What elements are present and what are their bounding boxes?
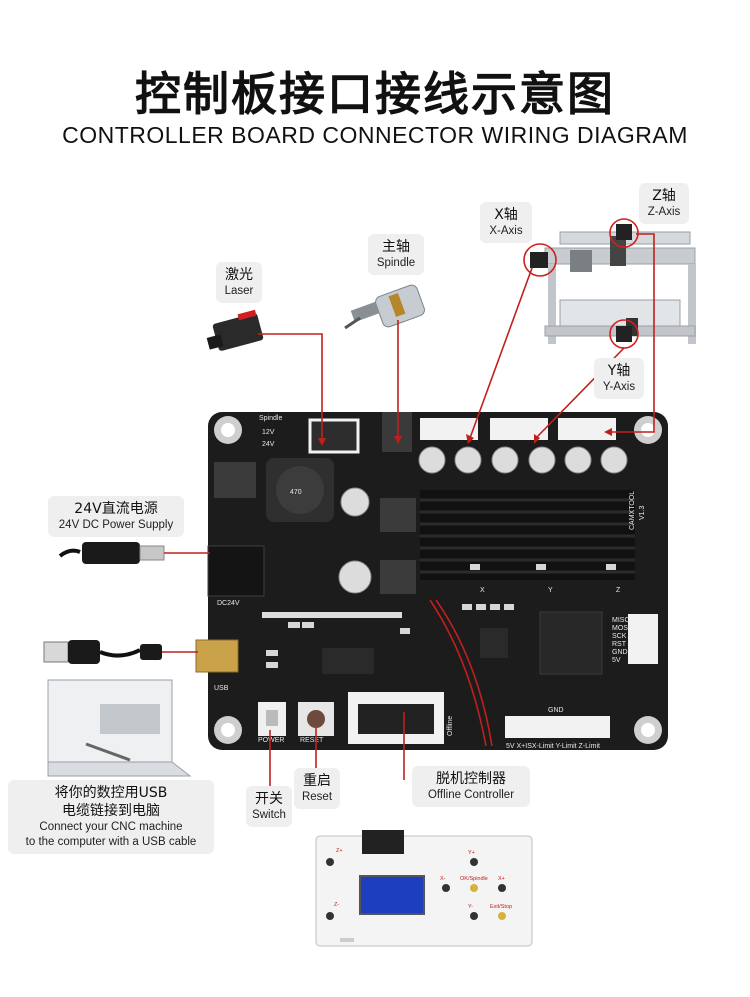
wire-z-axis — [612, 233, 655, 433]
offline-controller-illustration: Z+ Y+ X- OK/Spindle X+ Z- Y- Exit/Stop — [315, 830, 533, 947]
board-label-power: POWER — [258, 737, 284, 744]
board-label-version: V1.3 — [639, 505, 646, 520]
usb-cable-illustration — [43, 640, 162, 664]
board-label-limits: 5V X+ISX-Limit Y-Limit Z-Limit — [506, 743, 600, 750]
spindle-motor-illustration — [344, 284, 425, 330]
label-usb-en1: Connect your CNC machine — [39, 821, 183, 833]
offline-button-y-minus: Y- — [468, 904, 473, 910]
label-spindle-en: Spindle — [376, 257, 416, 269]
label-offline-controller: 脱机控制器 Offline Controller — [412, 766, 530, 807]
board-label-usb: USB — [214, 685, 229, 692]
label-reset-cn: 重启 — [303, 773, 331, 789]
offline-button-x-minus: X- — [440, 876, 446, 882]
cnc-machine-illustration — [523, 218, 696, 349]
label-offline-cn: 脱机控制器 — [436, 771, 506, 787]
label-power-en: 24V DC Power Supply — [58, 519, 174, 531]
board-label-reset: RESET — [300, 737, 324, 744]
label-offline-en: Offline Controller — [427, 789, 515, 801]
offline-button-ok-spindle: OK/Spindle — [460, 876, 488, 882]
wire-endpoints — [318, 428, 612, 446]
board-pin-label: SCK — [612, 633, 627, 640]
wire-offline-ribbon-2 — [435, 599, 493, 747]
laser-module-illustration — [206, 309, 264, 351]
label-z-axis: Z轴 Z-Axis — [639, 183, 689, 224]
board-pin-label: MOSI — [612, 625, 630, 632]
label-spindle-cn: 主轴 — [382, 239, 410, 255]
label-switch-en: Switch — [252, 809, 286, 821]
label-usb-connection: 将你的数控用USB 电缆链接到电脑 Connect your CNC machi… — [8, 780, 214, 854]
label-x-axis-en: X-Axis — [489, 225, 523, 237]
offline-button-y-plus: Y+ — [468, 850, 475, 856]
label-usb-cn2: 电缆链接到电脑 — [62, 803, 160, 819]
label-x-axis-cn: X轴 — [494, 207, 518, 223]
controller-board: Spindle 12V 24V DC24V USB POWER RESET Of… — [195, 412, 668, 750]
label-laser-en: Laser — [224, 285, 254, 297]
power-plug-illustration — [58, 542, 165, 564]
label-power-cn: 24V直流电源 — [74, 501, 158, 517]
label-reset-en: Reset — [301, 791, 333, 803]
wire-laser — [258, 333, 323, 440]
page-title: 控制板接口接线示意图 — [135, 67, 615, 121]
label-y-axis-en: Y-Axis — [602, 381, 636, 393]
wire-offline-ribbon — [429, 599, 487, 747]
wiring-lines — [162, 233, 655, 790]
label-z-axis-cn: Z轴 — [652, 188, 676, 204]
board-label-offline: Offline — [447, 716, 454, 736]
board-pin-label: 5V — [612, 657, 621, 664]
label-reset: 重启 Reset — [294, 768, 340, 809]
board-pin-label: GND — [612, 649, 628, 656]
board-label-x: X — [480, 587, 485, 594]
offline-button-z-minus: Z- — [334, 902, 339, 908]
label-laser: 激光 Laser — [216, 262, 262, 303]
label-usb-en2: to the computer with a USB cable — [25, 836, 197, 848]
wire-x-axis — [469, 267, 533, 439]
label-y-axis-cn: Y轴 — [607, 363, 631, 379]
board-label-dc24v: DC24V — [217, 600, 240, 607]
board-label-12v: 12V — [262, 429, 275, 436]
label-usb-cn1: 将你的数控用USB — [54, 785, 168, 801]
offline-button-exit-stop: Exit/Stop — [490, 904, 512, 910]
board-label-gnd: GND — [548, 707, 564, 714]
label-x-axis: X轴 X-Axis — [480, 202, 532, 243]
page-subtitle: CONTROLLER BOARD CONNECTOR WIRING DIAGRA… — [62, 122, 688, 148]
board-label-y: Y — [548, 587, 553, 594]
board-label-brand: CAMXTOOL — [629, 491, 636, 530]
label-switch: 开关 Switch — [246, 786, 292, 827]
board-pin-label: MISO — [612, 617, 630, 624]
label-laser-cn: 激光 — [225, 267, 253, 283]
board-label-inductor: 470 — [290, 489, 302, 496]
label-z-axis-en: Z-Axis — [647, 206, 681, 218]
board-label-z: Z — [616, 587, 621, 594]
offline-button-x-plus: X+ — [498, 876, 505, 882]
label-y-axis: Y轴 Y-Axis — [594, 358, 644, 399]
board-label-24v: 24V — [262, 441, 275, 448]
label-spindle: 主轴 Spindle — [368, 234, 424, 275]
offline-button-z-plus: Z+ — [336, 848, 343, 854]
label-power-supply: 24V直流电源 24V DC Power Supply — [48, 496, 184, 537]
label-switch-cn: 开关 — [255, 791, 283, 807]
board-label-spindle: Spindle — [259, 415, 282, 422]
board-pin-label: RST — [612, 641, 627, 648]
laptop-illustration — [47, 679, 192, 777]
